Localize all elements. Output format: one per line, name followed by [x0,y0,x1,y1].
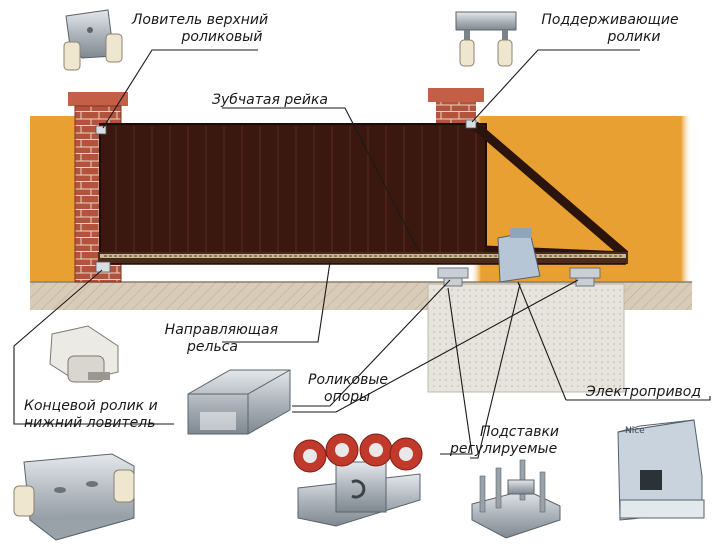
label-guide-rail: Направляющая рельса [148,322,278,356]
upper-roller-catcher-part [63,9,123,71]
guide-rail-beam [98,252,628,265]
end-roller-part [49,325,119,383]
label-adjustable-stands-line2: регулируемые [450,441,558,457]
label-adjustable-stands-line1: Подставки [480,424,560,440]
motor-brand-text: Nice [625,426,645,436]
label-roller-bearings-line1: Роликовые [308,372,388,388]
gate-panel [99,123,487,255]
label-gear-rack: Зубчатая рейка [212,92,328,108]
guide-rail-profile [187,369,291,435]
adjustable-stands-part [471,459,561,539]
label-guide-rail-line1: Направляющая [164,322,278,338]
support-rollers-part [455,11,517,67]
lower-catcher-bracket [13,453,135,541]
label-upper-roller-catcher-line2: роликовый [181,29,263,45]
label-guide-rail-line2: рельса [187,339,238,355]
label-electric-drive: Электропривод [586,384,702,400]
label-end-roller-line1: Концевой ролик и [24,398,158,414]
label-end-roller-line2: нижний ловитель [24,415,156,431]
label-upper-roller-catcher-line1: Ловитель верхний [131,12,269,28]
label-support-rollers-line2: ролики [607,29,661,45]
leader-lines [13,49,711,459]
label-roller-bearings-line2: опоры [324,389,371,405]
electric-drive-unit [617,419,705,521]
label-support-rollers-line1: Поддерживающие [541,12,679,28]
motor-on-gate [497,228,541,283]
roller-supports-on-foundation [437,267,601,287]
label-support-rollers: Поддерживающие ролики [538,12,682,46]
label-adjustable-stands: Подставки регулируемые [450,424,559,458]
label-end-roller: Концевой ролик и нижний ловитель [24,398,158,432]
label-upper-roller-catcher: Ловитель верхний роликовый [124,12,276,46]
roller-carriage [293,433,423,527]
label-roller-bearings: Роликовые опоры [308,372,388,406]
